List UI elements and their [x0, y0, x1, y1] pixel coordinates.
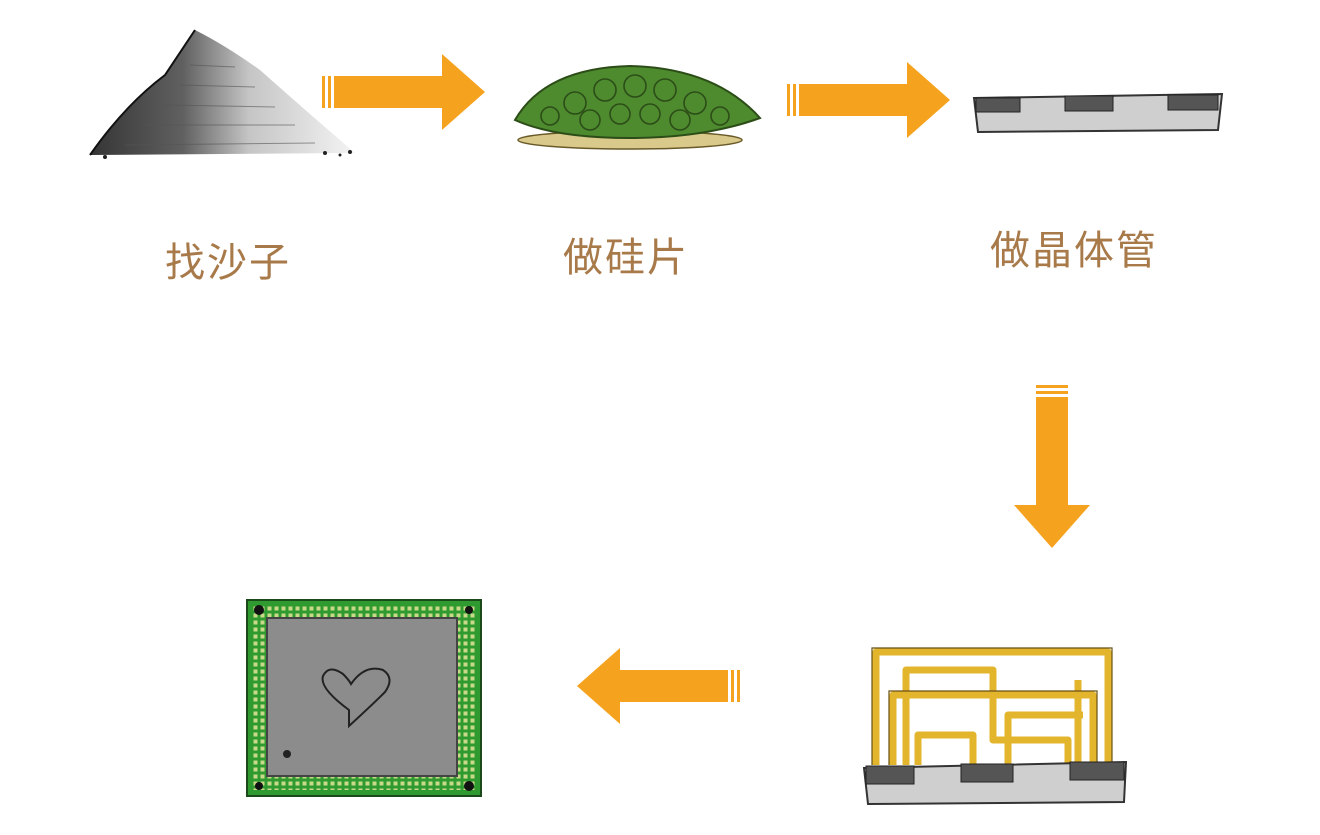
- step-label-find-sand: 找沙子: [165, 240, 291, 286]
- arrow-right-icon: [787, 62, 950, 138]
- step-label-make-transistor: 做晶体管: [990, 228, 1158, 274]
- arrow-right-icon: [322, 54, 485, 130]
- step-label-make-wafer: 做硅片: [563, 235, 689, 281]
- interconnect-layers-icon: [862, 647, 1128, 806]
- sand-pile-icon: [89, 29, 355, 159]
- chip-package-icon: [246, 599, 482, 797]
- arrow-left-icon: [577, 648, 740, 724]
- transistor-icon: [972, 92, 1224, 134]
- silicon-wafer-icon: [513, 64, 762, 150]
- arrow-down-icon: [1014, 385, 1090, 548]
